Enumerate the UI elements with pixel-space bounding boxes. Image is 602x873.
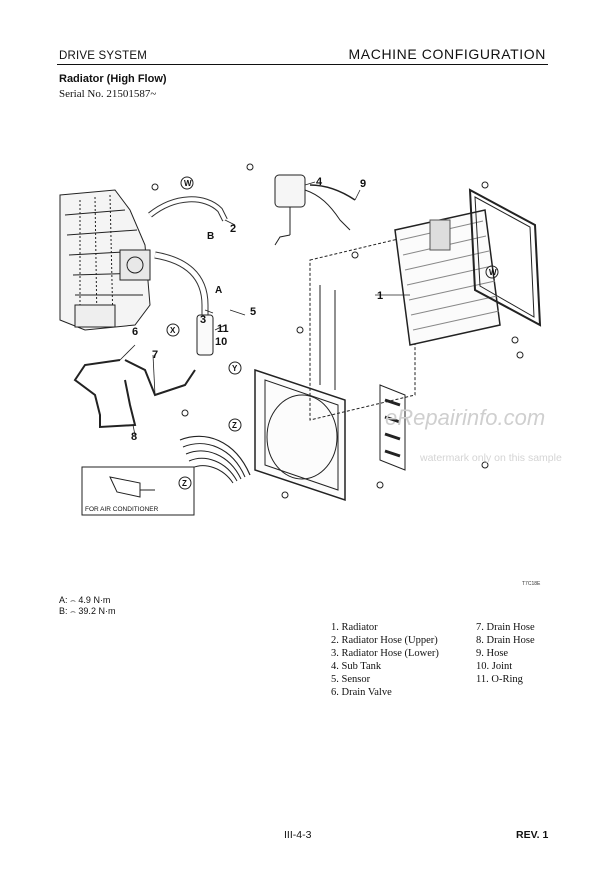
callout-2: 2 <box>230 223 236 235</box>
svg-text:W: W <box>184 179 192 188</box>
legend-item: 3. Radiator Hose (Lower) <box>331 648 439 659</box>
svg-text:A: A <box>215 285 222 296</box>
callout-1: 1 <box>377 290 383 302</box>
serial-number: Serial No. 21501587~ <box>59 88 157 100</box>
revision: REV. 1 <box>516 829 549 841</box>
radiator-exploded-diagram: 1 2 3 4 5 6 7 8 9 10 11 W B A X Y Z Z W … <box>59 163 542 516</box>
page-number: III-4-3 <box>284 829 312 841</box>
legend-item: 4. Sub Tank <box>331 661 382 672</box>
callout-4: 4 <box>316 176 323 188</box>
letter-markers: W B A X Y Z Z W <box>166 176 499 490</box>
hose-9 <box>309 184 356 201</box>
inset-air-conditioner <box>81 466 195 516</box>
legend-item: 5. Sensor <box>331 674 371 685</box>
callout-11: 11 <box>217 323 229 335</box>
legend-item: 7. Drain Hose <box>476 622 535 633</box>
fan-guard <box>179 435 251 484</box>
parts-legend-col2: 7. Drain Hose 8. Drain Hose 9. Hose 10. … <box>476 621 535 686</box>
svg-text:X: X <box>170 326 176 335</box>
drain-hose-7 <box>124 359 196 397</box>
callout-numbers: 1 2 3 4 5 6 7 8 9 10 11 <box>131 176 383 443</box>
legend-item: 1. Radiator <box>331 622 378 633</box>
figure-id: T7C18E <box>522 581 541 587</box>
chapter-header: MACHINE CONFIGURATION <box>348 46 546 62</box>
callout-10: 10 <box>215 336 227 348</box>
radiator-screen <box>468 188 542 327</box>
legend-item: 9. Hose <box>476 648 509 659</box>
header-rule <box>57 64 548 65</box>
callout-8: 8 <box>131 431 137 443</box>
callout-6: 6 <box>132 326 138 338</box>
bolts <box>151 163 524 499</box>
callout-3: 3 <box>200 314 206 326</box>
svg-text:Z: Z <box>232 421 237 430</box>
svg-text:B: B <box>207 231 214 242</box>
inset-label: FOR AIR CONDITIONER <box>85 506 159 513</box>
legend-item: 2. Radiator Hose (Upper) <box>331 635 438 646</box>
radiator-core <box>394 209 501 346</box>
sub-tank <box>274 174 351 246</box>
svg-text:W: W <box>489 268 497 277</box>
legend-item: 11. O-Ring <box>476 674 523 685</box>
watermark-site: eRepairinfo.com <box>385 405 546 430</box>
svg-text:Y: Y <box>232 364 238 373</box>
fan-shroud <box>254 234 416 502</box>
drain-hose-8 <box>73 359 137 429</box>
torque-b: B: ⌢ 39.2 N·m <box>59 606 116 616</box>
figure-title: Radiator (High Flow) <box>59 73 167 85</box>
legend-item: 10. Joint <box>476 661 513 672</box>
callout-7: 7 <box>152 349 158 361</box>
engine-block <box>59 189 151 331</box>
legend-item: 8. Drain Hose <box>476 635 535 646</box>
svg-text:Z: Z <box>182 479 187 488</box>
callout-5: 5 <box>250 306 256 318</box>
parts-legend-col1: 1. Radiator 2. Radiator Hose (Upper) 3. … <box>331 621 439 699</box>
section-header: DRIVE SYSTEM <box>59 50 148 62</box>
torque-a: A: ⌢ 4.9 N·m <box>59 595 111 605</box>
callout-9: 9 <box>360 178 366 190</box>
legend-item: 6. Drain Valve <box>331 687 392 698</box>
watermark-note: watermark only on this sample <box>420 452 562 464</box>
